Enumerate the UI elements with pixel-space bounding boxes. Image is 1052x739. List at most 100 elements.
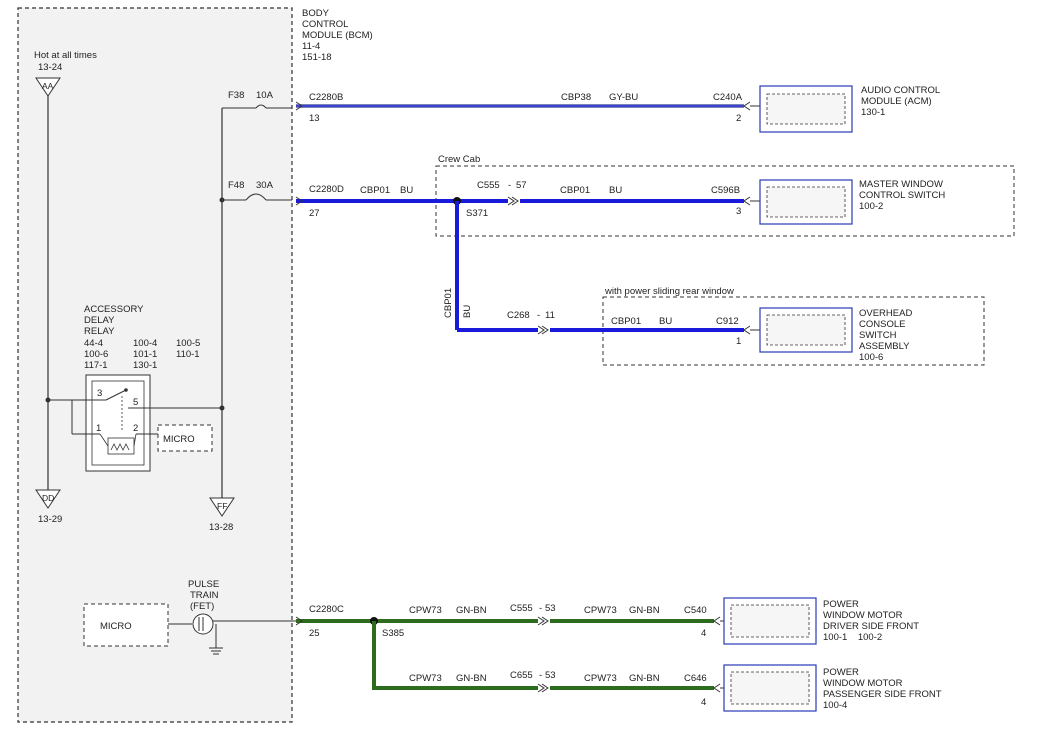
pulse-title-3: (FET)	[190, 601, 214, 612]
rear-dest-pin: 1	[736, 336, 741, 347]
crew-cab-label: Crew Cab	[438, 154, 480, 165]
relay-pin-2: 2	[133, 423, 138, 434]
relay-ref-4: 100-4	[133, 338, 157, 349]
pulse-micro-label: MICRO	[100, 621, 132, 632]
relay-pin1-lead	[99, 433, 109, 447]
rear-inline-dash: -	[537, 310, 540, 321]
acm-wire-color: GY-BU	[609, 92, 638, 103]
relay-ref-3: 117-1	[84, 360, 108, 371]
pwmp-module-name-2: WINDOW MOTOR	[823, 678, 903, 689]
mwcs-module-name-1: MASTER WINDOW	[859, 179, 943, 190]
pwmd-module-name-1: POWER	[823, 599, 859, 610]
pwmd-module-name-3: DRIVER SIDE FRONT	[823, 621, 919, 632]
crew-bcm-pin	[295, 196, 303, 206]
passenger-inline-dash: -	[539, 670, 542, 681]
acm-module-name-1: AUDIO CONTROL	[861, 85, 940, 96]
relay-pin-3: 3	[97, 388, 102, 399]
driver-dest-pin: 4	[701, 628, 706, 639]
acm-module-pin	[743, 101, 751, 111]
crew-dest-pin: 3	[736, 206, 741, 217]
driver-inline-chevron-2	[541, 616, 549, 626]
crew-connector: C2280D	[309, 184, 344, 195]
acm-module-inner	[766, 93, 846, 125]
bcm-box	[17, 7, 293, 723]
passenger-circuit-2: CPW73	[584, 673, 617, 684]
pwmp-module-name-3: PASSENGER SIDE FRONT	[823, 689, 942, 700]
passenger-inline-chevron-2	[541, 683, 549, 693]
rear-inline-pin: 11	[545, 310, 555, 321]
relay-title-1: ACCESSORY	[84, 304, 144, 315]
relay-title-2: DELAY	[84, 315, 115, 326]
pwmp-module-pin	[713, 683, 721, 693]
relay-ref-8: 110-1	[176, 349, 200, 360]
ohc-module-name-3: SWITCH	[859, 330, 897, 341]
pwmd-module-inner	[730, 604, 810, 638]
f38-fuse-symbol	[255, 104, 267, 109]
f48-rating: 30A	[256, 180, 274, 191]
pwmd-module-ref: 100-1 100-2	[823, 632, 882, 643]
passenger-dest-pin: 4	[701, 697, 706, 708]
passenger-inline-connector: C655	[510, 670, 533, 681]
driver-pin: 25	[309, 628, 320, 639]
connector-aa	[35, 77, 61, 97]
pwmd-module-pin	[713, 616, 721, 626]
crew-circuit: CBP01	[360, 185, 390, 196]
connector-ff-label: FF	[217, 501, 227, 511]
pwmp-module-ref: 100-4	[823, 700, 847, 711]
pulse-micro-box	[83, 603, 169, 647]
pwmp-module-inner	[730, 671, 810, 705]
acm-module-ref: 130-1	[861, 107, 885, 118]
relay-title-3: RELAY	[84, 326, 115, 337]
acm-dest-connector: C240A	[713, 92, 743, 103]
driver-bcm-pin	[295, 616, 303, 626]
mwcs-module-ref: 100-2	[859, 201, 883, 212]
relay-pin-1: 1	[96, 423, 101, 434]
connector-aa-label: AA	[42, 81, 54, 91]
rear-window-label: with power sliding rear window	[604, 286, 734, 297]
acm-circuit: CBP38	[561, 92, 591, 103]
rear-inline-chevron-1	[537, 325, 545, 335]
crew-wire-color-2: BU	[609, 185, 622, 196]
pwmp-module-name-1: POWER	[823, 667, 859, 678]
passenger-wire-color: GN-BN	[456, 673, 487, 684]
crew-inline-connector: C555	[477, 180, 500, 191]
splice-s371-label: S371	[466, 208, 488, 219]
hot-label: Hot at all times	[34, 50, 97, 61]
bcm-ref-1: 11-4	[302, 41, 320, 52]
relay-pin-5: 5	[133, 397, 138, 408]
rear-dest-connector: C912	[716, 316, 739, 327]
driver-circuit-2: CPW73	[584, 605, 617, 616]
crew-inline-chevron-1	[507, 196, 515, 206]
connector-dd	[35, 489, 61, 509]
relay-micro-label: MICRO	[163, 434, 195, 445]
pulse-title-1: PULSE	[188, 579, 219, 590]
crew-inline-dash: -	[508, 180, 511, 191]
relay-ref-1: 44-4	[84, 338, 103, 349]
acm-module-name-2: MODULE (ACM)	[861, 96, 932, 107]
relay-pin2-lead	[133, 433, 137, 447]
passenger-dest-connector: C646	[684, 673, 707, 684]
crew-circuit-2: CBP01	[560, 185, 590, 196]
passenger-circuit: CPW73	[409, 673, 442, 684]
relay-ref-2: 100-6	[84, 349, 108, 360]
ohc-module-ref: 100-6	[859, 352, 883, 363]
acm-dest-pin: 2	[736, 113, 741, 124]
crew-pin: 27	[309, 208, 320, 219]
driver-inline-dash: -	[539, 603, 542, 614]
acm-pin: 13	[309, 113, 320, 124]
rear-wire-color: BU	[659, 316, 672, 327]
ohc-module-name-1: OVERHEAD	[859, 308, 912, 319]
junction-hot	[45, 397, 51, 403]
ohc-module-name-2: CONSOLE	[859, 319, 905, 330]
f48-name: F48	[228, 180, 244, 191]
connector-dd-label: DD	[42, 493, 54, 503]
connector-ff-ref: 13-28	[209, 522, 233, 533]
f38-rating: 10A	[256, 90, 274, 101]
crew-inline-chevron-2	[511, 196, 519, 206]
mwcs-module-pin	[743, 196, 751, 206]
passenger-inline-chevron-1	[537, 683, 545, 693]
relay-contact	[124, 388, 128, 392]
acm-bcm-pin	[295, 101, 303, 111]
